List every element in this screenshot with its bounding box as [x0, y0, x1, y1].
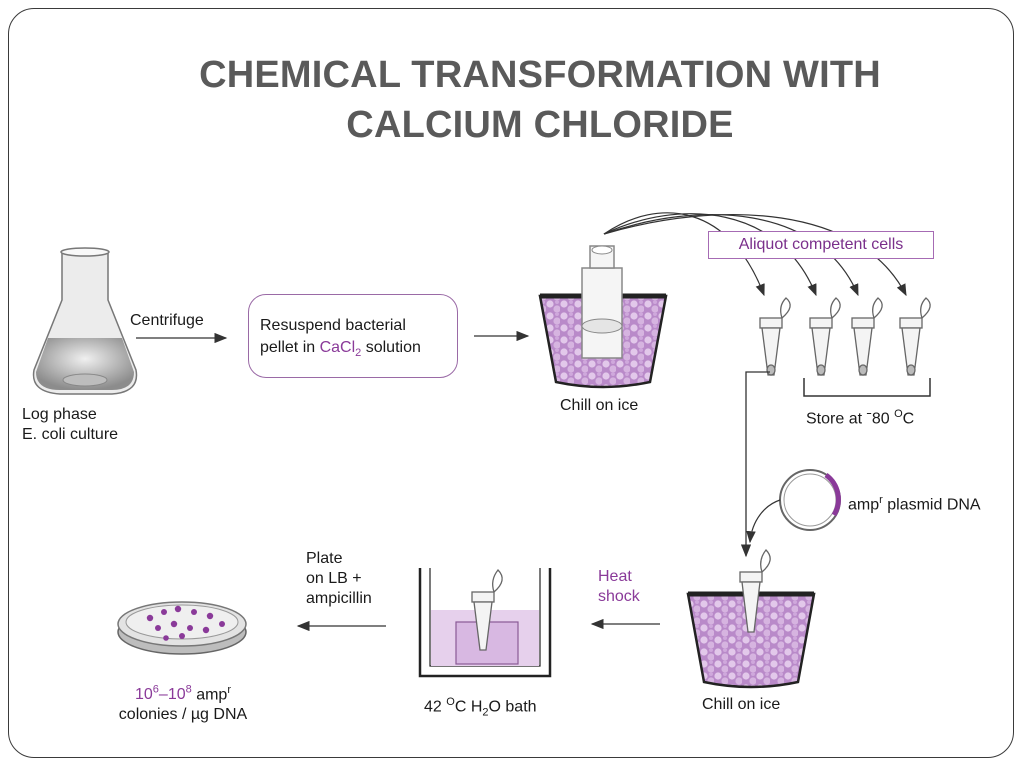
colonies-label: 106–108 ampr colonies / µg DNA — [108, 680, 258, 725]
plasmid-label: ampr plasmid DNA — [848, 490, 981, 515]
chill-on-ice-bottom-label: Chill on ice — [702, 696, 781, 713]
compound-name: CaCl2 — [319, 339, 362, 360]
chill-on-ice-top-label: Chill on ice — [560, 397, 639, 414]
bath-label: 42 OC H2O bath — [424, 692, 537, 723]
plate-label: Plate on LB + ampicillin — [306, 549, 372, 609]
colony-range-a-sup: 6 — [152, 684, 159, 696]
title-line-1: CHEMICAL TRANSFORMATION WITH — [199, 54, 881, 96]
colony-range-dash: –10 — [158, 686, 186, 704]
heat-shock-line-2: shock — [598, 588, 640, 605]
resuspend-line-1: Resuspend bacterial — [260, 317, 406, 334]
petri-dish-icon — [117, 601, 247, 655]
resuspend-line-2-pre: pellet in — [260, 339, 320, 356]
water-bath-icon — [418, 568, 552, 678]
ice-bucket-icon — [538, 245, 668, 389]
aliquot-label: Aliquot competent cells — [708, 231, 934, 259]
heat-shock-label: Heat shock — [598, 567, 640, 607]
plate-line-2: on LB + — [306, 570, 362, 587]
colonies-line-1: 106–108 ampr — [108, 680, 258, 705]
colony-range-a: 10 — [135, 686, 153, 704]
compound-subscript: 2 — [355, 347, 362, 360]
bath-post: O bath — [488, 698, 537, 716]
store-label: Store at ˉ80 OC — [806, 404, 914, 429]
store-minus: ˉ — [866, 410, 872, 428]
plasmid-pre: amp — [848, 496, 880, 514]
colony-amp-sup: r — [227, 684, 231, 696]
title-line-2: CALCIUM CHLORIDE — [346, 104, 734, 146]
bath-degree: O — [446, 696, 455, 708]
colony-range-b-sup: 8 — [185, 684, 192, 696]
slide-frame — [8, 8, 1014, 758]
store-unit: C — [902, 410, 915, 428]
bath-mid: C H — [454, 698, 483, 716]
culture-label: Log phase E. coli culture — [22, 405, 118, 445]
bath-pre: 42 — [424, 698, 447, 716]
store-bracket — [803, 378, 931, 397]
ice-bucket-bottom-icon — [686, 549, 816, 689]
resuspend-line-2: pellet in CaCl2 solution — [260, 338, 421, 363]
flask-icon — [32, 247, 138, 395]
plate-line-1: Plate — [306, 550, 343, 567]
compound-base: CaCl — [319, 339, 356, 356]
plasmid-icon — [746, 469, 841, 544]
store-degree: O — [894, 408, 903, 420]
plasmid-post: plasmid DNA — [882, 496, 981, 514]
colony-range: 106–108 — [135, 684, 192, 704]
page-title: CHEMICAL TRANSFORMATION WITH CALCIUM CHL… — [60, 50, 1020, 150]
colony-amp: amp — [191, 686, 228, 704]
plasmid-sup: r — [879, 494, 883, 506]
resuspend-line-2-post: solution — [361, 339, 421, 356]
aliquot-arrows — [603, 212, 907, 297]
culture-label-line-1: Log phase — [22, 406, 97, 423]
arrow-down — [740, 371, 770, 558]
microtube-icons — [759, 297, 931, 376]
store-number: 80 — [871, 410, 895, 428]
culture-label-line-2: E. coli culture — [22, 426, 119, 443]
plate-line-3: ampicillin — [306, 590, 372, 607]
resuspend-box — [248, 294, 458, 378]
centrifuge-label: Centrifuge — [130, 312, 204, 329]
store-pre: Store at — [806, 410, 867, 428]
bath-subscript: 2 — [482, 706, 489, 719]
colonies-line-2: colonies / µg DNA — [118, 706, 248, 724]
heat-shock-line-1: Heat — [598, 568, 632, 585]
